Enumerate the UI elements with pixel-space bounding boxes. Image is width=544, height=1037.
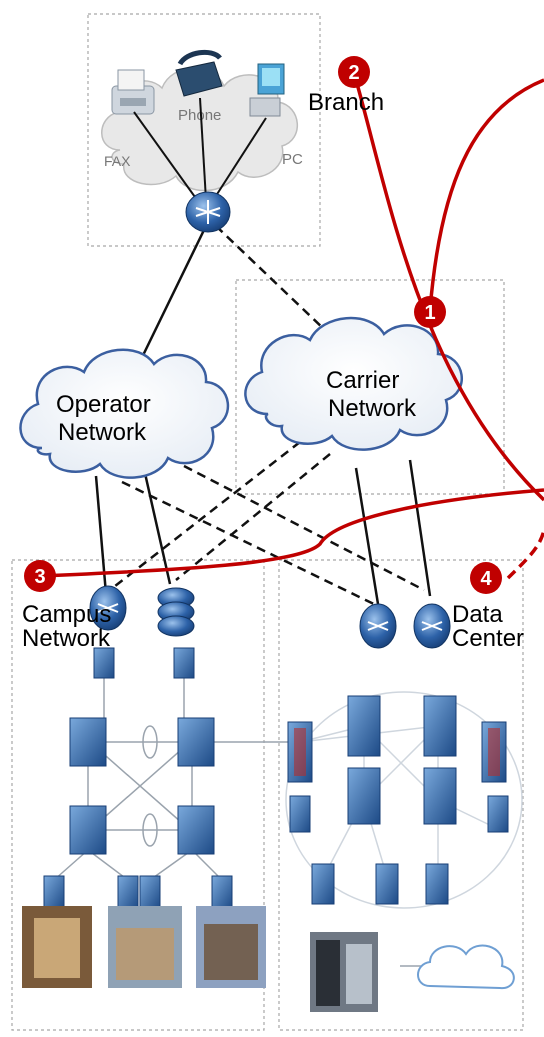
campus-router-icon	[89, 585, 127, 631]
carrier-label-1: Carrier	[326, 367, 399, 394]
campus-core-switch-icon	[69, 717, 215, 855]
marker-3: 3	[24, 560, 56, 592]
dc-server-icon	[289, 795, 509, 905]
marker-1: 1	[414, 296, 446, 328]
pc-label: PC	[282, 151, 303, 168]
datacenter-region	[278, 559, 524, 1031]
campus-access-switch-icon	[43, 875, 233, 909]
datacenter-label-1: Data	[452, 601, 503, 628]
branch-region	[87, 13, 321, 247]
carrier-label-2: Network	[328, 395, 417, 422]
campus-switch-stack-icon	[157, 587, 195, 637]
router-icon	[185, 191, 231, 233]
operator-label-1: Operator	[56, 391, 151, 418]
pc-icon	[249, 63, 285, 117]
dc-core-switch-icon	[347, 695, 457, 825]
svg-text:2: 2	[348, 62, 359, 84]
campus-region	[11, 559, 265, 1031]
phone-icon	[175, 49, 223, 97]
datacenter-photo	[310, 932, 378, 1012]
phone-label: Phone	[178, 107, 221, 124]
svg-text:4: 4	[480, 568, 492, 590]
campus-label-2: Network	[22, 625, 111, 652]
campus-label-1: Campus	[22, 601, 111, 628]
marker-4: 4	[470, 562, 502, 594]
dc-router-icon	[359, 603, 397, 649]
dc-router-icon-2	[413, 603, 451, 649]
datacenter-label-2: Center	[452, 625, 524, 652]
fax-icon	[111, 69, 155, 115]
carrier-region	[235, 279, 505, 495]
dc-firewall-icon	[287, 721, 507, 783]
link-branch-operator	[130, 229, 206, 379]
campus-firewall-icon	[93, 647, 195, 679]
operator-label-2: Network	[58, 419, 147, 446]
branch-label: Branch	[308, 89, 384, 116]
operator-cloud	[19, 348, 229, 479]
carrier-cloud	[244, 316, 463, 451]
cloud-icon	[417, 944, 515, 990]
red-annotation-paths	[39, 78, 544, 580]
svg-text:3: 3	[34, 566, 45, 588]
svg-text:1: 1	[424, 302, 435, 324]
marker-2: 2	[338, 56, 370, 88]
fax-label: FAX	[104, 153, 131, 169]
building-photo	[22, 906, 266, 988]
